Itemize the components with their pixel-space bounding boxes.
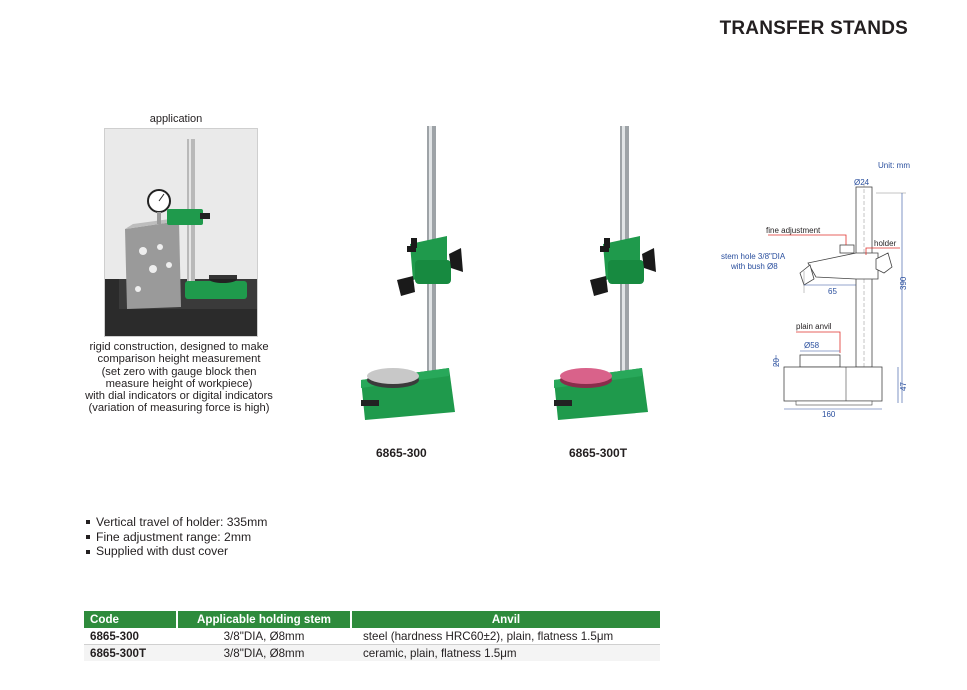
table-header-row: Code Applicable holding stem Anvil — [84, 611, 660, 628]
plain-anvil-label: plain anvil — [796, 322, 832, 331]
description-line: rigid construction, designed to make — [89, 341, 269, 353]
product-photo-6865-300T — [548, 120, 668, 440]
cell-code: 6865-300T — [84, 644, 177, 661]
product-photo-6865-300 — [355, 120, 475, 440]
table-row: 6865-300 3/8"DIA, Ø8mm steel (hardness H… — [84, 628, 660, 645]
fine-adjustment-label: fine adjustment — [766, 226, 821, 235]
cell-stem: 3/8"DIA, Ø8mm — [177, 628, 351, 645]
application-description: rigid construction, designed to make com… — [84, 341, 274, 415]
column-header-code: Code — [84, 611, 177, 628]
holder-label: holder — [874, 239, 897, 248]
anvil-height-label: 20 — [772, 358, 781, 367]
page-title: TRANSFER STANDS — [719, 18, 908, 39]
bullet-icon — [86, 549, 90, 554]
bullet-icon — [86, 520, 90, 525]
list-item: Supplied with dust cover — [86, 544, 267, 559]
application-caption: application — [149, 113, 203, 125]
cell-anvil: steel (hardness HRC60±2), plain, flatnes… — [351, 628, 660, 645]
list-item: Vertical travel of holder: 335mm — [86, 515, 267, 530]
anvil-diameter-label: Ø58 — [804, 341, 820, 350]
cell-stem: 3/8"DIA, Ø8mm — [177, 644, 351, 661]
feature-list: Vertical travel of holder: 335mm Fine ad… — [86, 515, 267, 559]
table-row: 6865-300T 3/8"DIA, Ø8mm ceramic, plain, … — [84, 644, 660, 661]
column-header-stem: Applicable holding stem — [176, 611, 351, 628]
cell-code: 6865-300 — [84, 628, 177, 645]
description-line: with dial indicators or digital indicato… — [85, 390, 273, 403]
stem-hole-label: stem hole 3/8"DIA — [721, 252, 786, 261]
rod-diameter-label: Ø24 — [854, 178, 870, 187]
model-label: 6865-300 — [376, 446, 427, 460]
list-item: Fine adjustment range: 2mm — [86, 530, 267, 545]
spec-table: Code Applicable holding stem Anvil 6865-… — [84, 611, 660, 661]
base-width-label: 160 — [822, 410, 836, 419]
description-line: (set zero with gauge block then — [101, 365, 257, 378]
description-line: comparison height measurement — [97, 353, 261, 366]
dimension-diagram: Unit: mm Ø24 fine adjustment holder stem… — [716, 155, 916, 420]
cell-anvil: ceramic, plain, flatness 1.5μm — [351, 644, 660, 661]
description-line: measure height of workpiece) — [105, 377, 253, 390]
unit-label: Unit: mm — [878, 161, 910, 170]
arm-length-label: 65 — [828, 287, 837, 296]
bush-label: with bush Ø8 — [730, 262, 778, 271]
application-photo — [104, 128, 258, 337]
description-line: (variation of measuring force is high) — [88, 402, 270, 415]
bullet-icon — [86, 535, 90, 540]
base-height-label: 47 — [899, 382, 908, 391]
height-label: 390 — [899, 276, 908, 290]
model-label: 6865-300T — [569, 446, 628, 460]
column-header-anvil: Anvil — [350, 611, 660, 628]
